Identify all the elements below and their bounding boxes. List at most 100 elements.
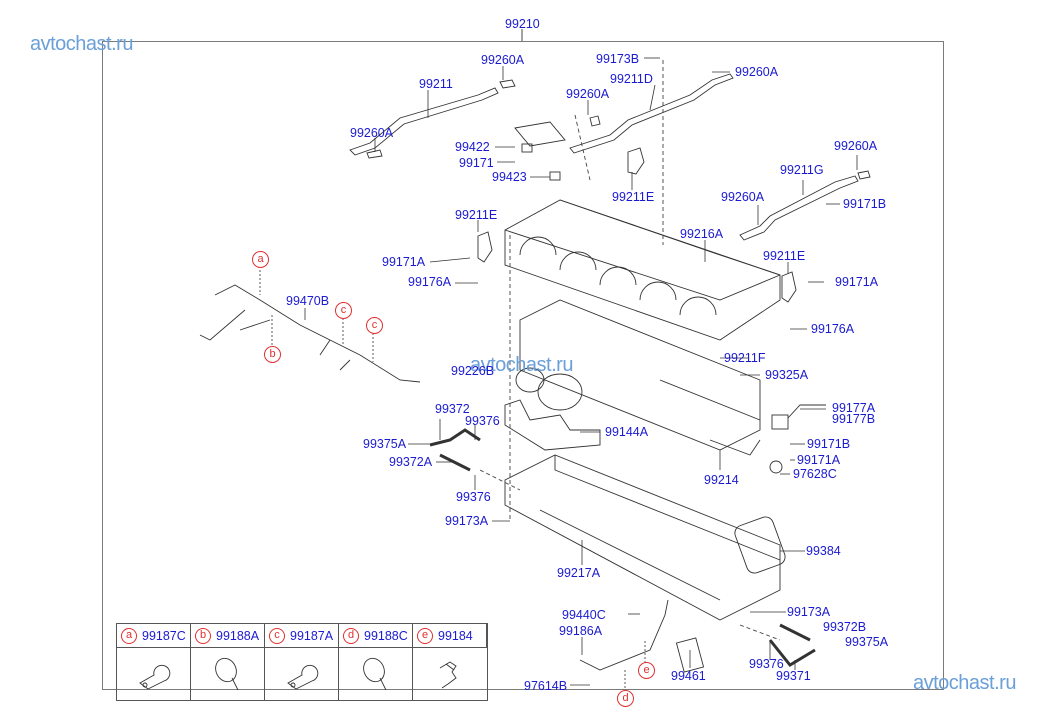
- p-clamp-icon: [286, 664, 318, 690]
- hose-99372B: [779, 623, 811, 642]
- seal-99384: [734, 516, 786, 574]
- legend-icon-cell: [117, 648, 191, 700]
- callout-c: c: [335, 302, 352, 319]
- legend-part: 99184: [438, 628, 473, 643]
- legend-part: 99188A: [216, 628, 260, 643]
- part-label[interactable]: 99171: [459, 156, 494, 170]
- part-label[interactable]: 99372: [435, 402, 470, 416]
- part-label[interactable]: 99176A: [408, 275, 452, 289]
- legend-header[interactable]: b 99188A: [191, 624, 265, 648]
- part-label[interactable]: 99211G: [780, 163, 824, 177]
- part-label[interactable]: 99470B: [286, 294, 330, 308]
- part-label[interactable]: 99376: [456, 490, 491, 504]
- part-label[interactable]: 99177A: [832, 401, 876, 415]
- expansion-valve: [771, 414, 789, 430]
- assembly-label: 99210: [505, 17, 540, 31]
- part-label[interactable]: 99376: [749, 657, 784, 671]
- callout-e: e: [638, 662, 655, 679]
- evaporator-core: [519, 299, 761, 451]
- part-label[interactable]: 99375A: [363, 437, 407, 451]
- part-label[interactable]: 99214: [704, 473, 739, 487]
- diagram-frame: [102, 41, 944, 690]
- part-label[interactable]: 99211E: [763, 249, 806, 263]
- bracket-99211E: [627, 147, 645, 175]
- callout-c: c: [366, 317, 383, 334]
- legend-letter: e: [417, 627, 433, 644]
- hose-99372A: [439, 453, 471, 472]
- part-label[interactable]: 99171A: [797, 453, 841, 467]
- blower-openings: [519, 236, 717, 316]
- part-label[interactable]: 97614B: [524, 679, 568, 693]
- callout-b: b: [264, 346, 281, 363]
- watermark: avtochast.ru: [913, 672, 1016, 694]
- legend-part: 99187A: [290, 628, 334, 643]
- part-label[interactable]: 99260A: [566, 87, 610, 101]
- bracket-99211D: [569, 73, 734, 154]
- part-label[interactable]: 99211F: [724, 351, 766, 365]
- callout-d: d: [617, 690, 634, 707]
- hose-99371: [768, 639, 816, 667]
- part-label[interactable]: 99260A: [834, 139, 878, 153]
- part-label[interactable]: 99171A: [382, 255, 426, 269]
- part-label[interactable]: 99177B: [832, 412, 876, 426]
- part-label[interactable]: 99217A: [557, 566, 601, 580]
- part-label[interactable]: 97628C: [793, 467, 837, 481]
- part-label[interactable]: 99375A: [845, 635, 889, 649]
- mount-plate: [514, 121, 566, 147]
- part-label[interactable]: 99173A: [787, 605, 831, 619]
- part-label[interactable]: 99171A: [835, 275, 879, 289]
- legend-header[interactable]: c 99187A: [265, 624, 339, 648]
- part-label[interactable]: 99384: [806, 544, 841, 558]
- watermark: avtochast.ru: [30, 33, 133, 55]
- part-label[interactable]: 99173B: [596, 52, 640, 66]
- legend-letter: b: [195, 627, 211, 644]
- clip-99260A: [499, 79, 516, 89]
- part-label[interactable]: 99260A: [721, 190, 765, 204]
- part-label[interactable]: 99422: [455, 140, 490, 154]
- part-label[interactable]: 99211E: [455, 208, 498, 222]
- part-label[interactable]: 99440C: [562, 608, 606, 622]
- part-label[interactable]: 99260A: [350, 126, 394, 140]
- legend-letter: c: [269, 627, 285, 644]
- part-label[interactable]: 99461: [671, 669, 706, 683]
- upper-case-99216A: [504, 199, 781, 341]
- part-label[interactable]: 99260A: [481, 53, 525, 67]
- part-label[interactable]: 99376: [465, 414, 500, 428]
- motor-housing-99144A: [504, 399, 601, 451]
- part-label[interactable]: 99372B: [823, 620, 867, 634]
- part-label[interactable]: 99173A: [445, 514, 489, 528]
- wire-clip-icon: [439, 661, 457, 689]
- part-label[interactable]: 99171B: [807, 437, 851, 451]
- bracket-99211G: [739, 175, 859, 241]
- part-label[interactable]: 99260A: [735, 65, 779, 79]
- callout-a: a: [252, 251, 269, 268]
- part-label[interactable]: 99211D: [610, 72, 653, 86]
- part-label[interactable]: 99423: [492, 170, 527, 184]
- cable-tie-icon: [214, 657, 238, 691]
- hose-99372: [429, 428, 481, 447]
- part-label[interactable]: 99176A: [811, 322, 855, 336]
- legend-icon-cell: [413, 648, 487, 700]
- legend-header[interactable]: e 99184: [413, 624, 487, 648]
- part-label[interactable]: 99211: [419, 77, 453, 91]
- part-label[interactable]: 99372A: [389, 455, 433, 469]
- part-label[interactable]: 99211E: [612, 190, 655, 204]
- part-label[interactable]: 99216A: [680, 227, 724, 241]
- legend-icon-cell: [339, 648, 413, 700]
- part-label[interactable]: 99371: [776, 669, 811, 683]
- legend-part: 99188C: [364, 628, 408, 643]
- legend-icon-cell: [265, 648, 339, 700]
- part-label[interactable]: 99186A: [559, 624, 603, 638]
- wire-harness: [214, 284, 421, 383]
- part-label[interactable]: 99226B: [451, 364, 495, 378]
- part-label[interactable]: 99144A: [605, 425, 649, 439]
- part-label[interactable]: 99325A: [765, 368, 809, 382]
- drain-99461: [675, 637, 705, 673]
- watermark: avtochast.ru: [470, 354, 573, 376]
- part-label[interactable]: 99171B: [843, 197, 887, 211]
- bracket-99211: [349, 87, 499, 156]
